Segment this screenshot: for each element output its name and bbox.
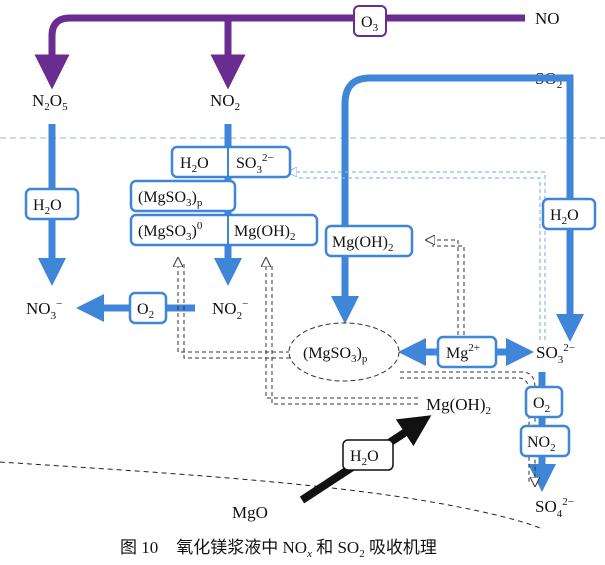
no2-right-box: NO2 xyxy=(519,424,571,458)
o3-box: O3 xyxy=(353,5,387,37)
o2-right-box: O2 xyxy=(524,385,564,419)
label-n2o5: N2O5 xyxy=(32,91,68,113)
dashed-flows xyxy=(178,172,546,482)
label-no2-minus: NO2− xyxy=(212,298,248,322)
h2o-bottom-box: H2O xyxy=(342,439,394,471)
label-mgo: MgO xyxy=(232,503,268,522)
svg-text:H2O: H2O xyxy=(33,197,62,217)
svg-text:O3: O3 xyxy=(361,14,379,34)
svg-text:Mg2+: Mg2+ xyxy=(446,342,480,362)
label-no2-top: NO2 xyxy=(210,91,240,113)
label-mgoh2-lower: Mg(OH)2 xyxy=(426,395,491,417)
svg-text:(MgSO3)0: (MgSO3)0 xyxy=(138,220,203,243)
svg-text:Mg(OH)2: Mg(OH)2 xyxy=(234,223,296,243)
middle-box-stack: H2O SO32− (MgSO3)p (MgSO3)0 Mg(OH)2 xyxy=(129,145,319,247)
h2o-left-box: H2O xyxy=(24,187,80,221)
svg-text:SO32−: SO32− xyxy=(236,152,274,176)
label-so3: SO32− xyxy=(536,342,575,366)
svg-text:O2: O2 xyxy=(137,301,154,321)
label-no: NO xyxy=(535,9,560,28)
mg2-box: Mg2+ xyxy=(436,335,498,369)
svg-text:(MgSO3)p: (MgSO3)p xyxy=(138,189,203,209)
label-so4: SO42− xyxy=(535,496,574,520)
particle-boundary xyxy=(0,461,541,529)
mgoh2-right-box: Mg(OH)2 xyxy=(324,224,414,258)
o2-left-box: O2 xyxy=(128,291,168,325)
svg-text:(MgSO3)p: (MgSO3)p xyxy=(303,345,368,365)
svg-text:NO2: NO2 xyxy=(527,434,556,454)
no-oxidation-arrows xyxy=(34,14,525,90)
svg-text:O2: O2 xyxy=(533,395,550,415)
svg-text:Mg(OH)2: Mg(OH)2 xyxy=(332,234,394,254)
svg-text:H2O: H2O xyxy=(550,207,579,227)
svg-text:H2O: H2O xyxy=(180,155,209,175)
mgso3p-ellipse: (MgSO3)p xyxy=(288,322,400,382)
h2o-right-box: H2O xyxy=(541,197,597,231)
label-no3-minus: NO3− xyxy=(26,298,62,322)
svg-text:H2O: H2O xyxy=(350,448,379,468)
